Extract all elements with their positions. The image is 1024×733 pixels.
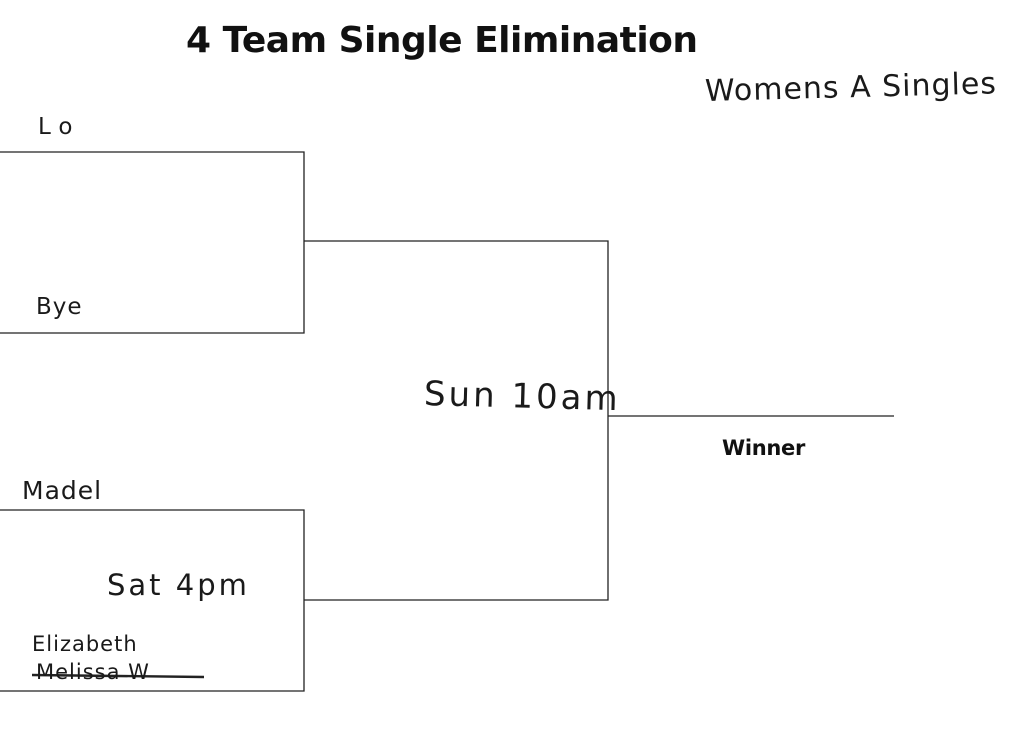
match-1-bracket xyxy=(0,151,305,334)
match-2-time: Sat 4pm xyxy=(107,568,250,602)
match-2-top-team: Madel xyxy=(22,476,103,505)
strikethrough-line xyxy=(31,673,205,679)
bracket-title: 4 Team Single Elimination xyxy=(186,20,698,61)
final-bracket xyxy=(304,240,609,601)
winner-label: Winner xyxy=(722,436,806,460)
match-2-bottom-team: Elizabeth xyxy=(32,632,138,656)
match-2-struck-team: Melissa W xyxy=(36,660,150,684)
match-1-top-team: Lo xyxy=(38,114,81,140)
final-time: Sun 10am xyxy=(423,374,622,420)
match-1-bottom-team: Bye xyxy=(36,294,83,320)
